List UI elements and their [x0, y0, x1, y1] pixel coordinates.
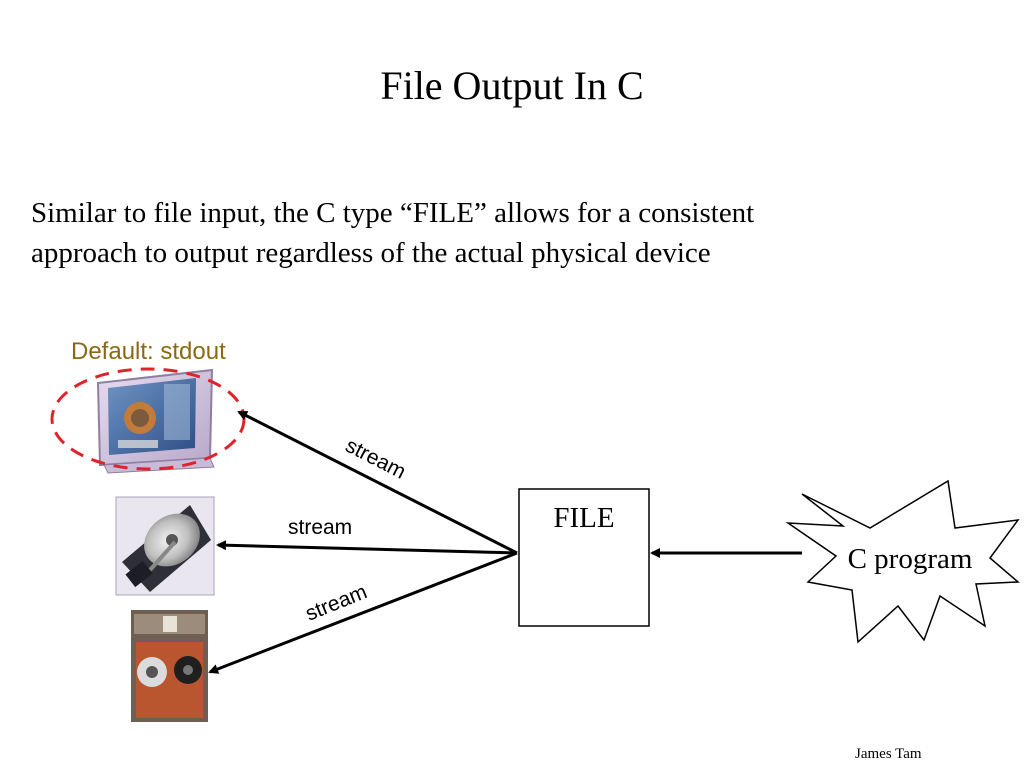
- footer-author: James Tam: [855, 746, 922, 762]
- stream-arrow-to-monitor: [237, 410, 518, 555]
- default-stdout-label: Default: stdout: [71, 338, 226, 365]
- stream-label-disk: stream: [288, 516, 352, 539]
- stream-arrow-to-disk: [216, 540, 518, 555]
- body-text: Similar to file input, the C type “FILE”…: [31, 193, 961, 273]
- tape-drive-icon: [131, 610, 208, 722]
- stream-label-monitor: stream: [342, 434, 410, 484]
- file-box: [518, 488, 650, 627]
- stream-arrow-to-tape: [208, 551, 518, 674]
- c-program-label: C program: [848, 543, 973, 575]
- body-text-line-2: approach to output regardless of the act…: [31, 237, 711, 269]
- body-text-line-1: Similar to file input, the C type “FILE”…: [31, 197, 755, 229]
- hard-drive-icon: [115, 496, 215, 596]
- file-label: FILE: [553, 502, 614, 534]
- slide-title: File Output In C: [380, 63, 644, 108]
- monitor-icon: [96, 368, 215, 474]
- stream-label-tape: stream: [302, 580, 370, 625]
- c-program-starburst: [785, 479, 1020, 644]
